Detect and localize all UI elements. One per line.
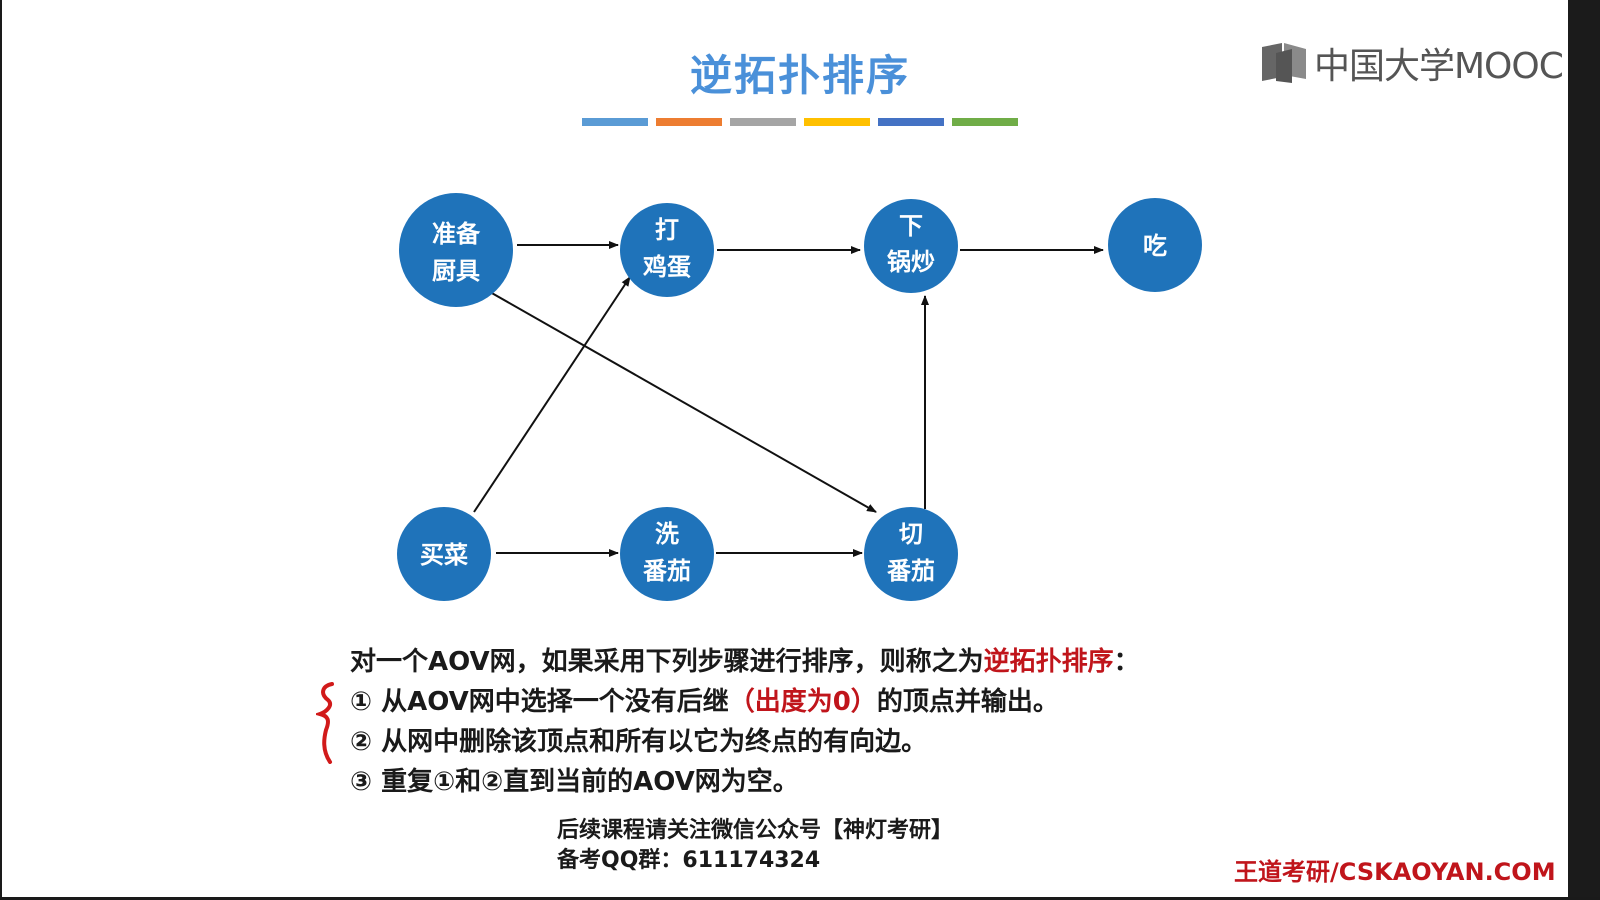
intro-highlight: 逆拓扑排序	[983, 647, 1114, 677]
footer-line-2: 备考QQ群：611174324	[557, 848, 821, 873]
watermark: 王道考研/CSKAOYAN.COM	[1234, 858, 1556, 886]
node-prep-label-1: 准备	[432, 220, 481, 248]
bottom-border	[0, 897, 1600, 900]
mooc-logo: 中国大学MOOC	[1262, 38, 1564, 88]
node-buy-label: 买菜	[420, 541, 468, 569]
node-wash: 洗 番茄	[620, 507, 714, 601]
book-icon	[1262, 43, 1306, 83]
color-bar-segment	[656, 118, 722, 126]
slide-title: 逆拓扑排序	[689, 51, 910, 100]
handwritten-brace-annotation	[316, 682, 334, 764]
node-eat-circle	[1108, 198, 1202, 292]
node-wash-circle	[620, 507, 714, 601]
step-1-prefix: ① 从AOV网中选择一个没有后继	[350, 687, 729, 717]
node-egg-circle	[620, 203, 714, 297]
intro-line: 对一个AOV网，如果采用下列步骤进行排序，则称之为逆拓扑排序：	[350, 642, 1250, 682]
step-1-highlight: （出度为0）	[728, 687, 877, 717]
description-block: 对一个AOV网，如果采用下列步骤进行排序，则称之为逆拓扑排序： ① 从AOV网中…	[350, 642, 1250, 802]
node-buy: 买菜	[397, 507, 491, 601]
color-bar	[582, 118, 1018, 126]
node-egg-label-2: 鸡蛋	[642, 253, 691, 281]
color-bar-segment	[804, 118, 870, 126]
intro-prefix: 对一个AOV网，如果采用下列步骤进行排序，则称之为	[350, 647, 984, 677]
footer-line-1: 后续课程请关注微信公众号【神灯考研】	[557, 818, 954, 843]
edge-buy-egg	[473, 276, 631, 513]
node-cut-label-2: 番茄	[886, 557, 935, 585]
left-border	[0, 0, 2, 900]
node-cut-label-1: 切	[899, 520, 923, 548]
node-eat: 吃	[1108, 198, 1202, 292]
node-fry: 下 锅炒	[864, 199, 958, 293]
node-prep-label-2: 厨具	[432, 257, 480, 285]
node-fry-circle	[864, 199, 958, 293]
node-egg-label-1: 打	[655, 216, 679, 244]
node-prep-circle	[399, 193, 513, 307]
edge-prep-cut	[489, 291, 877, 513]
step-3: ③ 重复①和②直到当前的AOV网为空。	[350, 767, 799, 797]
node-egg: 打 鸡蛋	[620, 203, 714, 297]
right-border	[1568, 0, 1600, 900]
step-1: ① 从AOV网中选择一个没有后继（出度为0）的顶点并输出。	[350, 682, 1250, 722]
color-bar-segment	[878, 118, 944, 126]
node-fry-label-1: 下	[899, 212, 923, 240]
node-fry-label-2: 锅炒	[887, 248, 935, 276]
color-bar-segment	[952, 118, 1018, 126]
step-1-suffix: 的顶点并输出。	[876, 687, 1059, 717]
node-wash-label-2: 番茄	[642, 557, 691, 585]
node-cut-circle	[864, 507, 958, 601]
color-bar-segment	[582, 118, 648, 126]
node-buy-circle	[397, 507, 491, 601]
node-prep: 准备 厨具	[399, 193, 513, 307]
node-cut: 切 番茄	[864, 507, 958, 601]
intro-suffix: ：	[1113, 647, 1140, 677]
node-eat-label: 吃	[1143, 232, 1167, 260]
footer-note: 后续课程请关注微信公众号【神灯考研】 备考QQ群：611174324	[557, 816, 953, 876]
node-wash-label-1: 洗	[655, 520, 679, 548]
color-bar-segment	[730, 118, 796, 126]
step-2: ② 从网中删除该顶点和所有以它为终点的有向边。	[350, 727, 928, 757]
logo-text: 中国大学MOOC	[1314, 46, 1564, 87]
